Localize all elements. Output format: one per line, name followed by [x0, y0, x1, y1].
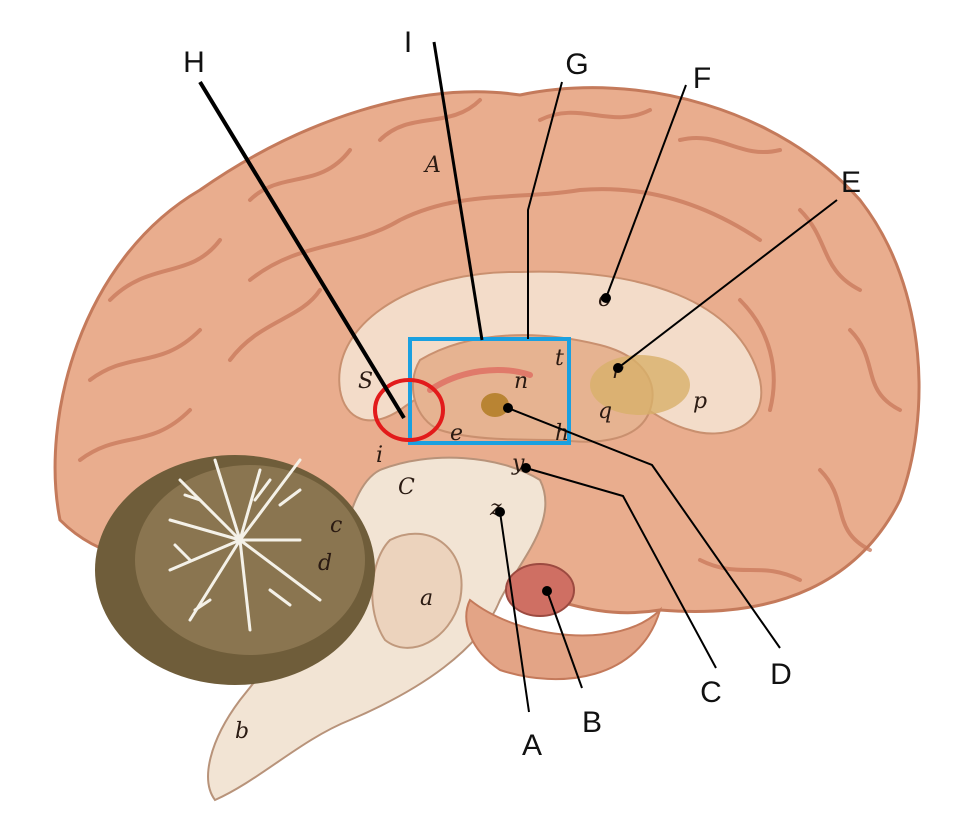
- leader-dot-C: [521, 463, 531, 473]
- model-letter-d: d: [318, 551, 332, 576]
- model-letters: A S t r o p q n e i C c d a b y z h: [235, 153, 707, 744]
- model-letter-c: c: [330, 513, 342, 538]
- label-G: G: [565, 48, 588, 81]
- interthalamic-spot: [481, 393, 509, 417]
- model-letter-b: b: [235, 719, 249, 744]
- label-I: I: [404, 26, 412, 59]
- model-letter-q: q: [598, 399, 612, 424]
- leader-line-A: [499, 511, 530, 713]
- fornix: [427, 367, 533, 393]
- label-B: B: [582, 706, 602, 739]
- label-F: F: [693, 62, 711, 95]
- label-C: C: [700, 676, 722, 709]
- leader-line-C: [525, 467, 717, 669]
- highlight-box: [408, 337, 571, 445]
- label-D: D: [770, 658, 792, 691]
- leader-line-D: [507, 407, 781, 649]
- leader-dot-D: [503, 403, 513, 413]
- model-letter-C: C: [398, 475, 415, 500]
- model-letter-t: t: [555, 346, 564, 371]
- model-letter-n: n: [514, 369, 528, 394]
- ventral-base: [465, 598, 663, 681]
- model-letter-y: y: [511, 451, 525, 476]
- model-letter-i: i: [376, 443, 383, 468]
- leader-dot-E: [613, 363, 623, 373]
- model-letter-A: A: [423, 153, 441, 178]
- leader-line-H: [198, 80, 406, 420]
- leader-line-F: [605, 84, 687, 299]
- cerebellum: [95, 455, 375, 685]
- leader-lines: [198, 41, 838, 713]
- model-letter-a: a: [420, 586, 433, 611]
- diagram-labels: H I G F E D C B A: [183, 26, 861, 762]
- highlight-circle: [373, 378, 445, 442]
- leader-dots: [495, 293, 623, 596]
- leader-dot-F: [601, 293, 611, 303]
- label-A: A: [522, 729, 542, 762]
- septum-region: [411, 334, 654, 443]
- label-E: E: [841, 166, 861, 199]
- gyri-pattern: [78, 98, 902, 582]
- leader-line-I: [432, 41, 484, 341]
- leader-dot-A: [495, 507, 505, 517]
- leader-dot-B: [542, 586, 552, 596]
- leader-line-G: [527, 81, 563, 339]
- leader-line-B: [546, 590, 583, 689]
- model-letter-p: p: [693, 389, 707, 414]
- model-letter-S: S: [358, 369, 373, 394]
- pituitary-gland: [505, 563, 575, 617]
- model-letter-e: e: [450, 421, 463, 446]
- label-H: H: [183, 46, 205, 79]
- leader-line-E: [617, 199, 838, 369]
